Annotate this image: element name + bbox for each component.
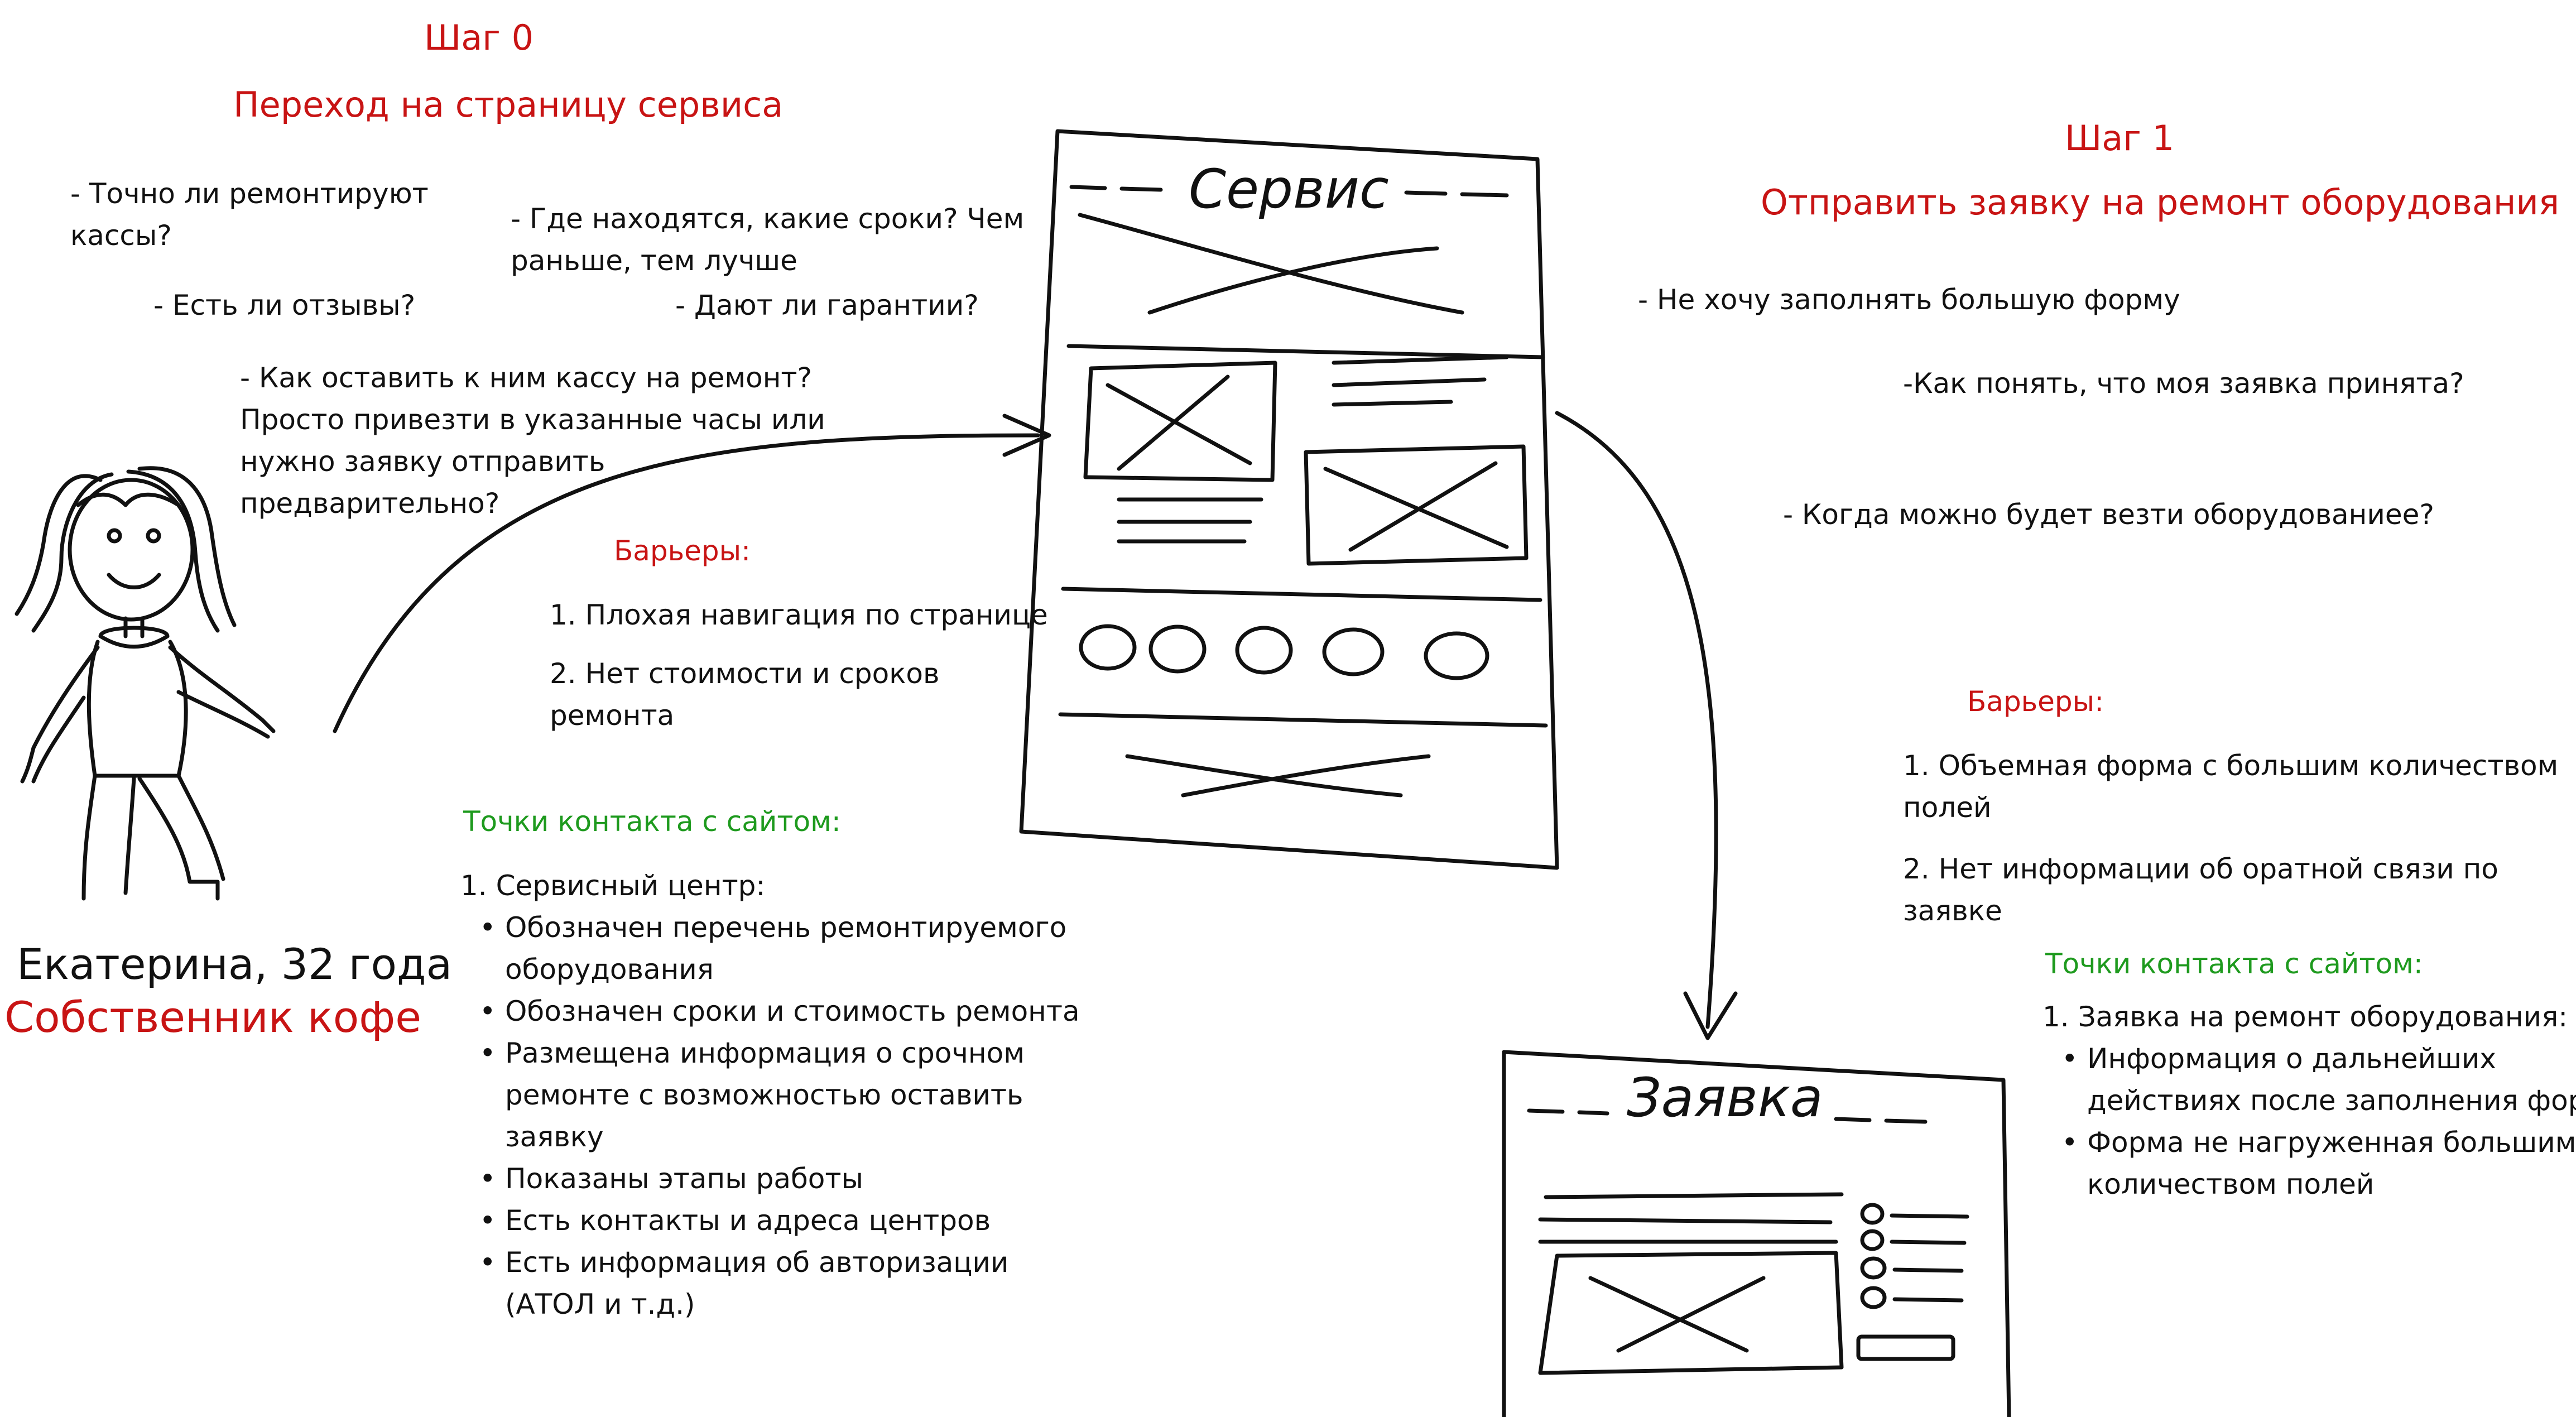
step0-question: нужно заявку отправить xyxy=(240,445,605,478)
persona-figure xyxy=(15,466,276,901)
touch-point-line: Размещена информация о срочном xyxy=(505,1037,1025,1069)
touch-point-line: количеством полей xyxy=(2087,1168,2375,1200)
persona-name: Екатерина, 32 года xyxy=(17,939,453,989)
step1-question: - Когда можно будет везти оборудованиее? xyxy=(1783,498,2434,531)
touch-point-line: оборудования xyxy=(505,953,714,986)
touch-point-line: Показаны этапы работы xyxy=(505,1163,863,1195)
touch-point-item: Показаны этапы работы xyxy=(472,1158,1080,1200)
step1-question: - Не хочу заполнять большую форму xyxy=(1638,284,2180,316)
touch-point-line: Обозначен сроки и стоимость ремонта xyxy=(505,995,1080,1027)
step1-touch-list: Информация о дальнейших действиях после з… xyxy=(2054,1038,2576,1205)
touch-point-line: Есть контакты и адреса центров xyxy=(505,1204,991,1237)
touch-point-item: Есть контакты и адреса центров xyxy=(472,1200,1080,1242)
step1-touch-title: Точки контакта с сайтом: xyxy=(2045,948,2423,980)
step0-question: - Дают ли гарантии? xyxy=(675,289,979,321)
step0-barrier: ремонта xyxy=(550,699,675,732)
touch-point-line: Есть информация об авторизации xyxy=(505,1246,1009,1279)
step0-question: Просто привезти в указанные часы или xyxy=(240,404,825,436)
touch-point-item: Обозначен перечень ремонтируемого оборудо… xyxy=(472,907,1080,991)
step1-barrier: 1. Объемная форма с большим количеством xyxy=(1903,750,2559,782)
persona-role: Собственник кофе xyxy=(4,992,422,1042)
touch-point-line: Обозначен перечень ремонтируемого xyxy=(505,911,1067,944)
arrow-to-request-head xyxy=(1683,991,1738,1040)
step0-question: - Точно ли ремонтируют xyxy=(70,177,429,210)
step0-barrier: 1. Плохая навигация по странице xyxy=(550,599,1048,631)
step1-barrier: 2. Нет информации об оратной связи по xyxy=(1903,853,2498,885)
step0-touch-list: Обозначен перечень ремонтируемого оборудо… xyxy=(472,907,1080,1325)
step1-touch-heading: 1. Заявка на ремонт оборудования: xyxy=(2042,1001,2568,1033)
step1-barrier: полей xyxy=(1903,791,1992,824)
touch-point-item: Размещена информация о срочном ремонте с … xyxy=(472,1032,1080,1158)
request-page-sketch: Заявка xyxy=(1502,1050,2011,1417)
step0-subtitle: Переход на страницу сервиса xyxy=(233,84,784,125)
step0-question: - Есть ли отзывы? xyxy=(153,289,416,321)
touch-point-line: ремонте с возможностью оставить xyxy=(505,1079,1023,1111)
step0-barriers-title: Барьеры: xyxy=(614,535,751,567)
touch-point-line: Форма не нагруженная большим xyxy=(2087,1126,2576,1159)
touch-point-item: Информация о дальнейших действиях после з… xyxy=(2054,1038,2576,1122)
arrow-to-service xyxy=(333,433,1040,733)
step0-touch-title: Точки контакта с сайтом: xyxy=(463,805,841,838)
step0-question: - Где находятся, какие сроки? Чем xyxy=(511,203,1025,235)
touch-point-item: Есть информация об авторизации (АТОЛ и т.… xyxy=(472,1242,1080,1325)
step0-question: - Как оставить к ним кассу на ремонт? xyxy=(240,362,813,394)
touch-point-line: действиях после заполнения формы xyxy=(2087,1084,2576,1117)
step1-question: -Как понять, что моя заявка принята? xyxy=(1903,367,2464,400)
request-sketch-label: Заявка xyxy=(1627,1067,1823,1129)
step0-title: Шаг 0 xyxy=(424,17,534,58)
touch-point-line: Информация о дальнейших xyxy=(2087,1043,2496,1075)
touch-point-item: Форма не нагруженная большим количеством … xyxy=(2054,1122,2576,1205)
step1-barrier: заявке xyxy=(1903,895,2002,927)
step1-subtitle: Отправить заявку на ремонт оборудования xyxy=(1761,182,2560,223)
service-page-sketch: Сервис xyxy=(1019,129,1559,870)
step0-barrier: 2. Нет стоимости и сроков xyxy=(550,657,940,690)
service-sketch-label: Сервис xyxy=(1189,158,1389,220)
arrow-to-service-head xyxy=(1002,414,1051,457)
step0-touch-heading: 1. Сервисный центр: xyxy=(460,870,766,902)
touch-point-line: заявку xyxy=(505,1121,604,1153)
step0-question: предварительно? xyxy=(240,487,500,520)
arrow-to-request xyxy=(1555,411,1718,1029)
touch-point-item: Обозначен сроки и стоимость ремонта xyxy=(472,991,1080,1032)
step0-question: кассы? xyxy=(70,219,172,252)
step1-title: Шаг 1 xyxy=(2065,118,2175,158)
touch-point-line: (АТОЛ и т.д.) xyxy=(505,1288,695,1320)
step1-barriers-title: Барьеры: xyxy=(1967,685,2104,718)
step0-question: раньше, тем лучше xyxy=(511,244,797,277)
